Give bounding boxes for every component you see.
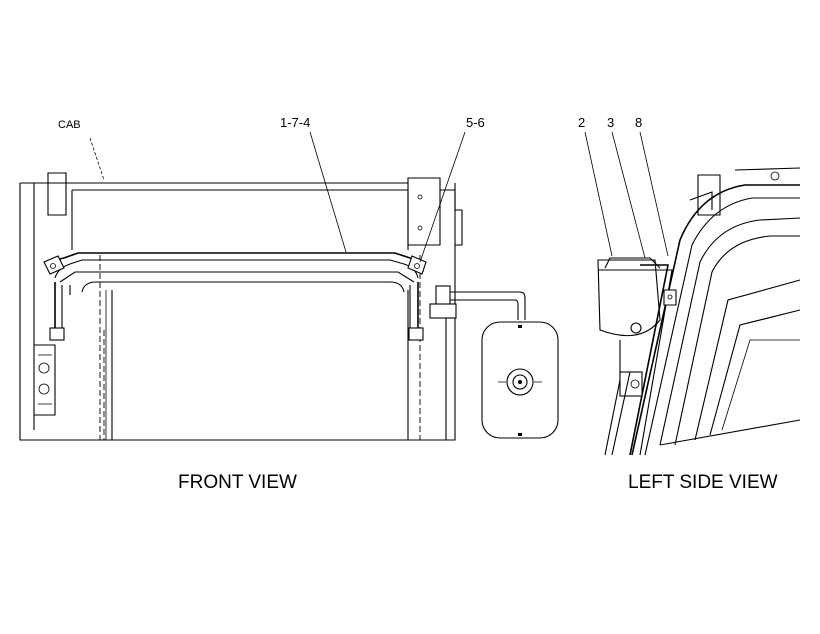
left-side-view-title: LEFT SIDE VIEW bbox=[628, 472, 778, 493]
front-view-title: FRONT VIEW bbox=[178, 472, 297, 493]
callout-3: 3 bbox=[607, 115, 614, 130]
callout-cab: CAB bbox=[58, 119, 81, 131]
cab-outline bbox=[19, 172, 463, 441]
front-leader-lines bbox=[89, 131, 466, 263]
left-side-view-drawing bbox=[584, 131, 801, 456]
callout-2: 2 bbox=[578, 115, 585, 130]
callout-1-7-4: 1-7-4 bbox=[280, 115, 310, 130]
callout-5-6: 5-6 bbox=[466, 115, 485, 130]
callout-8: 8 bbox=[635, 115, 642, 130]
front-view-drawing bbox=[19, 131, 559, 441]
side-mirror-assembly bbox=[429, 285, 559, 440]
wiper-harness-bar bbox=[43, 252, 427, 341]
